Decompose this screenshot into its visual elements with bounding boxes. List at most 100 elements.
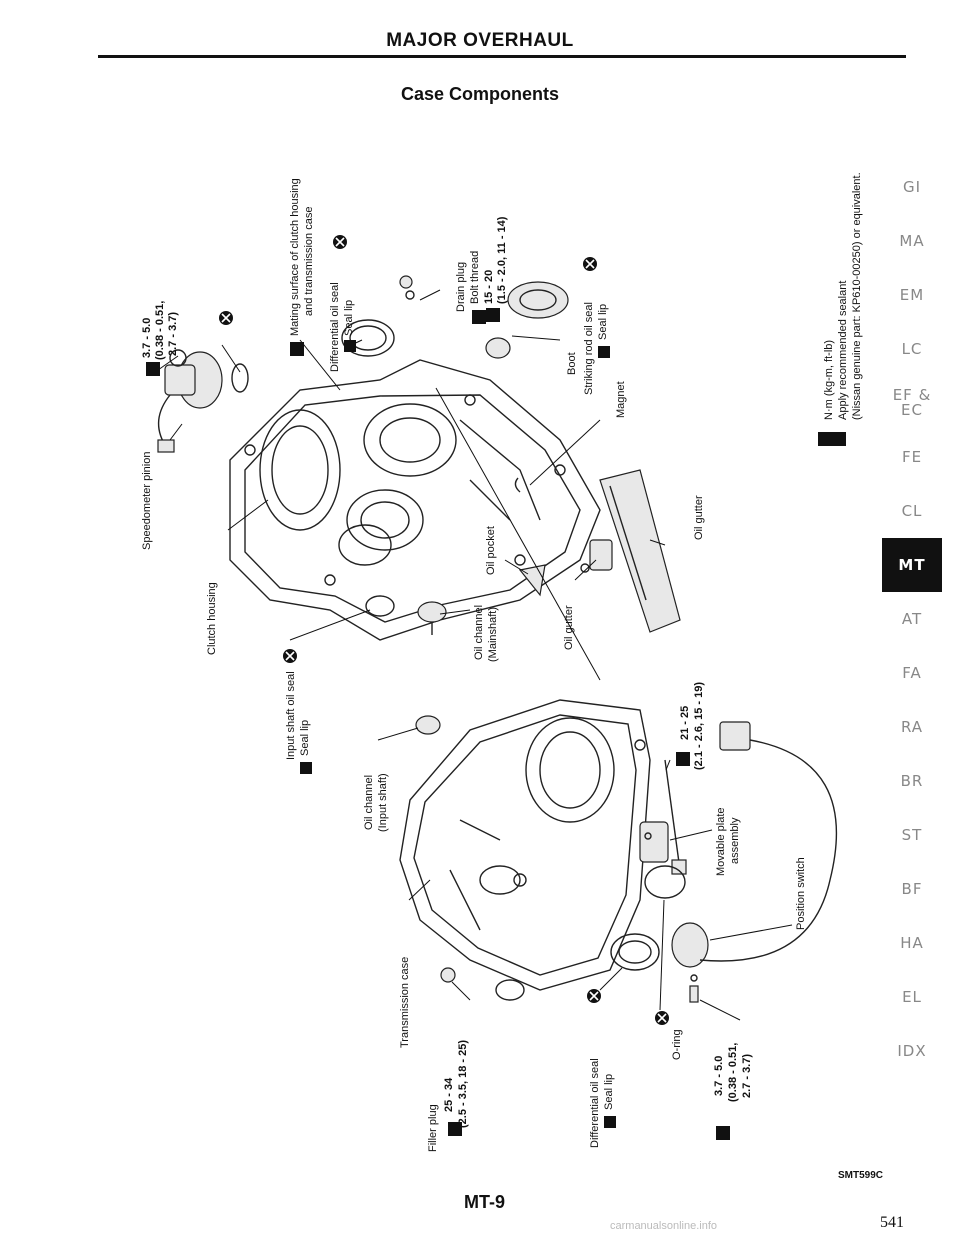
label-torque-switch: 3.7 - 5.0 (0.38 - 0.51, 2.7 - 3.7) bbox=[713, 1043, 753, 1102]
striking-rod-seal-drawing bbox=[485, 281, 569, 359]
section-tab-st[interactable]: ST bbox=[901, 825, 923, 844]
svg-text:2.7 - 3.7): 2.7 - 3.7) bbox=[741, 1054, 753, 1098]
svg-text:Differential oil seal: Differential oil seal bbox=[589, 1058, 601, 1148]
torque-symbol-icon bbox=[146, 308, 730, 1140]
input-seal-drawing bbox=[365, 595, 395, 617]
section-tab-idx[interactable]: IDX bbox=[897, 1041, 927, 1060]
svg-text:(0.38 - 0.51,: (0.38 - 0.51, bbox=[727, 1043, 739, 1102]
svg-text:3.7 - 5.0: 3.7 - 5.0 bbox=[713, 1056, 725, 1096]
svg-text:Magnet: Magnet bbox=[615, 381, 627, 418]
case-bolt-drawing bbox=[664, 759, 687, 875]
svg-text:(Mainshaft): (Mainshaft) bbox=[487, 607, 499, 662]
section-tab-fe[interactable]: FE bbox=[901, 447, 923, 466]
svg-text:Seal lip: Seal lip bbox=[299, 720, 311, 756]
section-tab-ma[interactable]: MA bbox=[899, 231, 925, 250]
svg-text:Oil channel: Oil channel bbox=[473, 605, 485, 660]
svg-text:3.7 - 5.0: 3.7 - 5.0 bbox=[141, 318, 153, 358]
label-position-switch: Position switch bbox=[795, 857, 807, 930]
label-drain-plug: Drain plug Bolt thread 15 - 20 (1.5 - 2.… bbox=[455, 216, 508, 312]
label-torque-case: 21 - 25 (2.1 - 2.6, 15 - 19) bbox=[679, 682, 705, 770]
label-diff-seal-top: Differential oil seal Seal lip bbox=[329, 282, 355, 372]
label-oil-gutter-mid: Oil gutter bbox=[563, 605, 575, 650]
label-o-ring: O-ring bbox=[671, 1029, 683, 1060]
section-tab-ra[interactable]: RA bbox=[900, 717, 924, 736]
leader-lines bbox=[157, 289, 793, 1021]
diff-seal-upper-drawing bbox=[341, 319, 395, 357]
svg-text:Oil gutter: Oil gutter bbox=[563, 605, 575, 650]
watermark: carmanualsonline.info bbox=[610, 1220, 718, 1232]
section-tab-br[interactable]: BR bbox=[900, 771, 924, 790]
label-oil-channel-input: Oil channel (Input shaft) bbox=[363, 773, 389, 832]
svg-text:Transmission case: Transmission case bbox=[399, 957, 411, 1048]
svg-text:(1.5 - 2.0, 11 - 14): (1.5 - 2.0, 11 - 14) bbox=[496, 216, 508, 304]
replace-x-circle-icon bbox=[219, 235, 669, 1025]
svg-text:Speedometer pinion: Speedometer pinion bbox=[141, 452, 153, 550]
svg-text:Clutch housing: Clutch housing bbox=[206, 582, 218, 655]
section-tab-el[interactable]: EL bbox=[902, 987, 922, 1006]
o-ring-drawing bbox=[644, 865, 686, 899]
svg-text:Input shaft oil seal: Input shaft oil seal bbox=[285, 671, 297, 760]
clutch-housing-drawing bbox=[229, 359, 601, 641]
svg-text:assembly: assembly bbox=[729, 817, 741, 864]
svg-text:21 - 25: 21 - 25 bbox=[679, 706, 691, 740]
section-tab-ha[interactable]: HA bbox=[900, 933, 924, 952]
svg-text:Oil pocket: Oil pocket bbox=[485, 526, 497, 575]
section-tab-bf[interactable]: BF bbox=[901, 879, 923, 898]
figure-code: SMT599C bbox=[838, 1170, 884, 1181]
oil-channel-input-drawing bbox=[415, 715, 441, 735]
svg-text:Apply recommended sealant: Apply recommended sealant bbox=[837, 281, 849, 420]
filler-plug-drawing bbox=[440, 967, 456, 983]
svg-text:(0.38 - 0.51,: (0.38 - 0.51, bbox=[154, 301, 166, 360]
svg-text:(2.1 - 2.6, 15 - 19): (2.1 - 2.6, 15 - 19) bbox=[693, 682, 705, 770]
page-label: MT-9 bbox=[464, 1192, 506, 1212]
drain-plug-drawing bbox=[399, 275, 415, 300]
label-filler-plug: Filler plug 25 - 34 (2.5 - 3.5, 18 - 25) bbox=[427, 1040, 469, 1152]
svg-text:Movable plate: Movable plate bbox=[715, 808, 727, 877]
svg-text:Seal lip: Seal lip bbox=[597, 304, 609, 340]
svg-text:Filler plug: Filler plug bbox=[427, 1104, 439, 1152]
svg-text:Oil gutter: Oil gutter bbox=[693, 495, 705, 540]
label-transmission-case: Transmission case bbox=[399, 957, 411, 1048]
svg-text:Position switch: Position switch bbox=[795, 857, 807, 930]
label-oil-pocket: Oil pocket bbox=[485, 526, 497, 575]
page-number: 541 bbox=[880, 1214, 904, 1231]
svg-text:Striking rod oil seal: Striking rod oil seal bbox=[583, 302, 595, 395]
page-title: MAJOR OVERHAUL bbox=[386, 30, 574, 51]
section-tab-em[interactable]: EM bbox=[899, 285, 925, 304]
svg-text:(Nissan genuine part: KP610-00: (Nissan genuine part: KP610-00250) or eq… bbox=[851, 172, 863, 420]
label-diff-seal-bottom: Differential oil seal Seal lip bbox=[589, 1058, 615, 1148]
section-tab-fa[interactable]: FA bbox=[902, 663, 922, 682]
svg-text:15 - 20: 15 - 20 bbox=[483, 270, 495, 304]
oil-channel-main-drawing bbox=[417, 601, 447, 635]
section-tab-cl[interactable]: CL bbox=[901, 501, 923, 520]
svg-text:Seal lip: Seal lip bbox=[343, 300, 355, 336]
label-oil-channel-main: Oil channel (Mainshaft) bbox=[473, 605, 499, 662]
section-tab-lc[interactable]: LC bbox=[901, 339, 923, 358]
label-torque-speedo: 3.7 - 5.0 (0.38 - 0.51, 2.7 - 3.7) bbox=[141, 301, 179, 360]
grease-symbol-icon bbox=[300, 340, 616, 1128]
header-rule bbox=[98, 55, 906, 58]
label-clutch-housing: Clutch housing bbox=[206, 582, 218, 655]
oil-gutter-right-drawing bbox=[599, 469, 681, 633]
transmission-case-drawing bbox=[399, 699, 651, 1001]
section-tab-mt[interactable]: MT bbox=[882, 538, 942, 592]
label-input-seal: Input shaft oil seal Seal lip bbox=[285, 671, 311, 760]
label-movable-plate: Movable plate assembly bbox=[715, 808, 741, 877]
svg-text:Differential oil seal: Differential oil seal bbox=[329, 282, 341, 372]
svg-text:N·m (kg-m, ft-lb): N·m (kg-m, ft-lb) bbox=[823, 340, 835, 420]
section-tab-ef-ec[interactable]: EF & EC bbox=[892, 386, 932, 419]
svg-text:(Input shaft): (Input shaft) bbox=[377, 773, 389, 832]
svg-text:Bolt thread: Bolt thread bbox=[469, 251, 481, 304]
magnet-drawing bbox=[514, 477, 521, 493]
section-tab-at[interactable]: AT bbox=[901, 609, 923, 628]
section-tab-gi[interactable]: GI bbox=[902, 177, 922, 196]
svg-text:O-ring: O-ring bbox=[671, 1029, 683, 1060]
section-index-tabs: GI MA EM LC EF & EC FE CL MT AT FA RA BR ST BF HA EL IDX bbox=[882, 160, 942, 1078]
label-striking-seal: Boot Striking rod oil seal Seal lip Magn… bbox=[566, 302, 627, 418]
svg-text:Oil channel: Oil channel bbox=[363, 775, 375, 830]
svg-text:(2.5 - 3.5, 18 - 25): (2.5 - 3.5, 18 - 25) bbox=[457, 1040, 469, 1128]
svg-text:Drain plug: Drain plug bbox=[455, 262, 467, 312]
section-title: Case Components bbox=[400, 84, 560, 104]
label-mating-surface: Mating surface of clutch housing and tra… bbox=[289, 178, 315, 336]
